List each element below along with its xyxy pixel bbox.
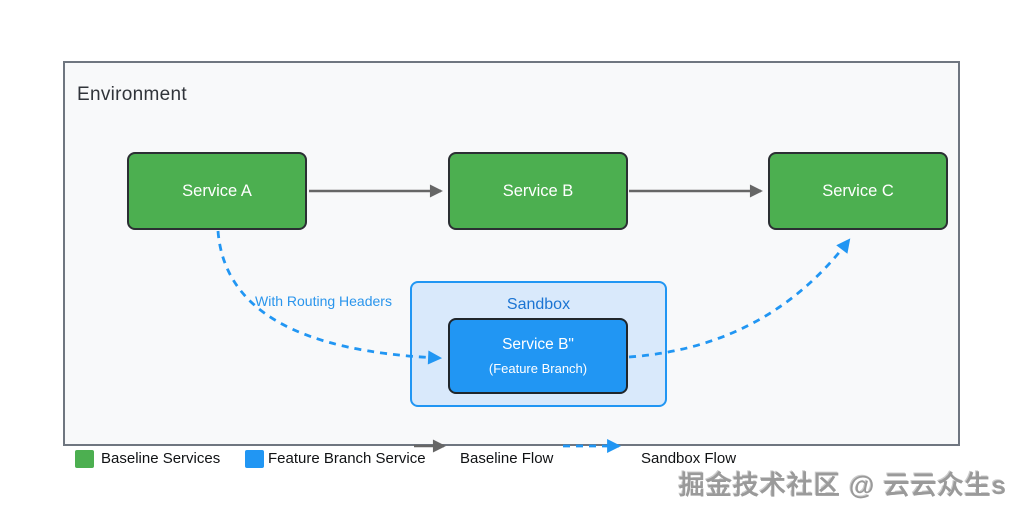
service-b-box: Service B [448,152,628,230]
environment-label: Environment [77,84,187,105]
legend-feature-branch-swatch [245,450,264,468]
legend-feature-branch-label: Feature Branch Service [268,450,426,467]
feature-service-sublabel: (Feature Branch) [488,361,588,376]
legend-baseline-services-label: Baseline Services [101,450,221,467]
watermark-text: 掘金技术社区 @ 云云众生s [678,470,1007,500]
service-a-box: Service A [127,152,307,230]
feature-service-label: Service B" [502,336,574,353]
service-a-label: Service A [182,181,252,200]
service-c-box: Service C [768,152,948,230]
legend-baseline-services-swatch [75,450,94,468]
routing-headers-label: With Routing Headers [255,293,392,309]
feature-branch-service-box: Service B" (Feature Branch) [448,318,628,394]
legend-baseline-flow-label: Baseline Flow [460,450,554,467]
legend-sandbox-flow-label: Sandbox Flow [641,450,737,467]
service-b-label: Service B [502,181,574,200]
sandbox-title: Sandbox [506,296,571,313]
service-c-label: Service C [822,181,894,200]
